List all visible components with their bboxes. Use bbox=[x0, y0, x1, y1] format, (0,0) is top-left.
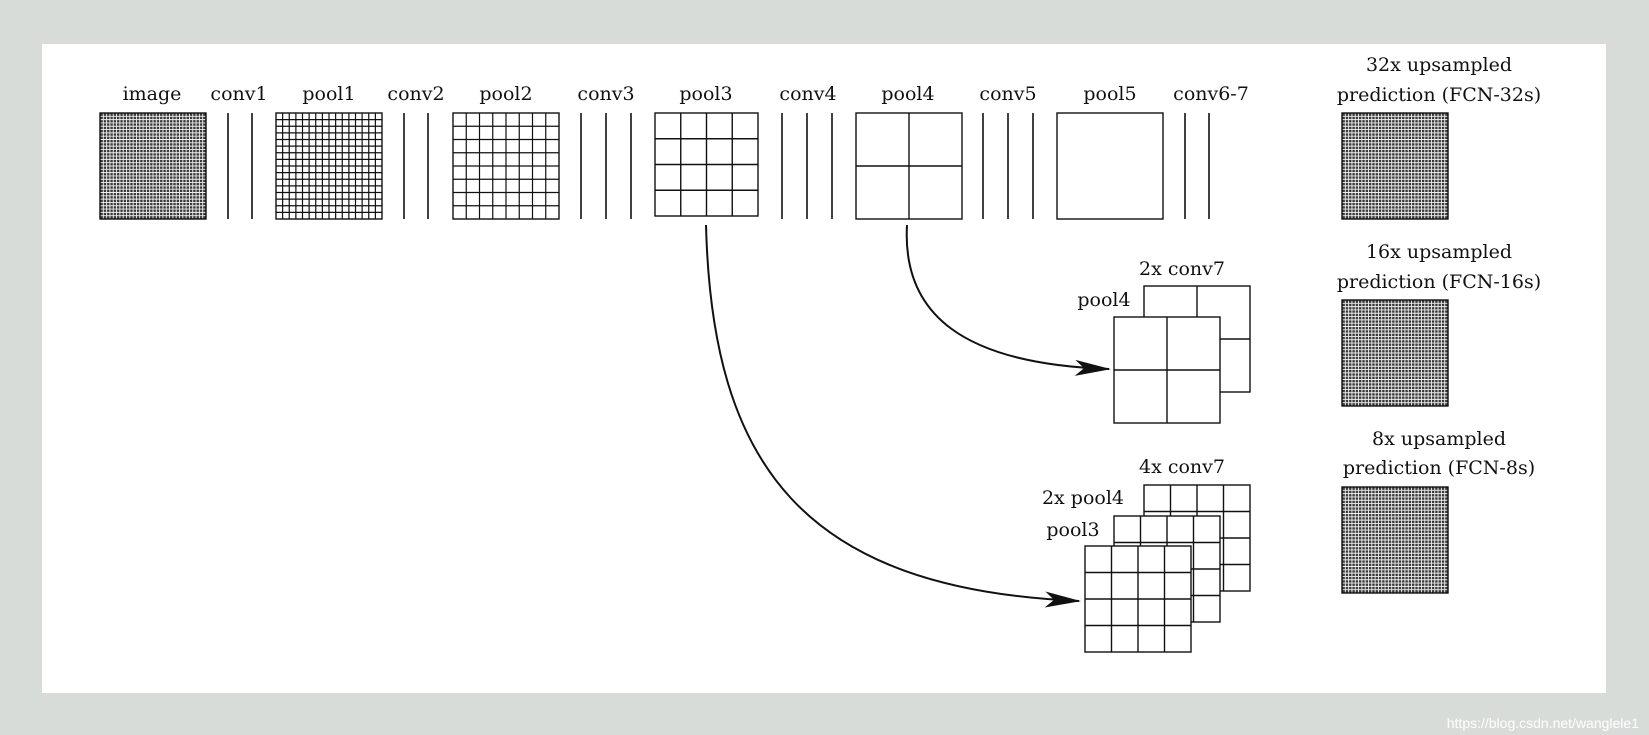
conv5-layer-bars bbox=[982, 113, 1034, 219]
image-grid bbox=[99, 112, 207, 220]
label-conv1: conv1 bbox=[210, 83, 267, 105]
pool3-skip-arrow bbox=[705, 224, 1081, 608]
grid-lines bbox=[1342, 113, 1448, 219]
grid-border bbox=[1341, 112, 1449, 220]
conv1-layer-bars bbox=[227, 113, 253, 219]
fcn32-label-line2: prediction (FCN-32s) bbox=[1337, 84, 1541, 106]
stack16-pool4-label: pool4 bbox=[1077, 289, 1130, 311]
pool3-grid bbox=[654, 112, 759, 217]
label-pool2: pool2 bbox=[479, 83, 532, 105]
stack8-pool4-label: 2x pool4 bbox=[1042, 487, 1124, 509]
pool4-skip-arrow bbox=[905, 224, 1111, 376]
watermark-text: https://blog.csdn.net/wanglele1 bbox=[1446, 715, 1639, 731]
grid-border bbox=[275, 112, 383, 220]
fcn16-label-line2: prediction (FCN-16s) bbox=[1337, 271, 1541, 293]
conv2-layer-bars bbox=[403, 113, 429, 219]
stack8-conv7-label: 4x conv7 bbox=[1139, 456, 1225, 478]
grid-border bbox=[654, 112, 759, 217]
fcn8-label-line2: prediction (FCN-8s) bbox=[1343, 457, 1535, 479]
grid-border bbox=[855, 112, 963, 220]
grid-lines bbox=[856, 113, 962, 219]
grid-border bbox=[1084, 545, 1192, 653]
conv4-layer-bars bbox=[781, 113, 833, 219]
grid-border bbox=[1056, 112, 1164, 220]
diagram-canvas: image conv1 pool1 conv2 pool2 conv3 pool… bbox=[42, 44, 1606, 693]
fcn32-prediction-grid bbox=[1341, 112, 1449, 220]
stack8-pool3-label: pool3 bbox=[1046, 519, 1099, 541]
grid-border bbox=[1113, 316, 1221, 424]
conv6-7-layer-bars bbox=[1184, 113, 1210, 219]
grid-lines bbox=[453, 113, 559, 219]
label-pool5: pool5 bbox=[1083, 83, 1136, 105]
grid-border bbox=[1341, 486, 1449, 594]
grid-lines bbox=[1342, 300, 1448, 406]
label-conv4: conv4 bbox=[779, 83, 836, 105]
stack8-pool3-grid bbox=[1084, 545, 1192, 653]
fcn8-label-line1: 8x upsampled bbox=[1372, 428, 1506, 450]
fcn16-label-line1: 16x upsampled bbox=[1366, 241, 1512, 263]
pool5-grid bbox=[1056, 112, 1164, 220]
grid-border bbox=[1341, 299, 1449, 407]
conv3-layer-bars bbox=[580, 113, 632, 219]
label-pool4: pool4 bbox=[881, 83, 934, 105]
stack16-pool4-grid bbox=[1113, 316, 1221, 424]
grid-border bbox=[99, 112, 207, 220]
label-image: image bbox=[123, 83, 182, 105]
label-conv6-7: conv6-7 bbox=[1173, 83, 1249, 105]
label-pool3: pool3 bbox=[679, 83, 732, 105]
label-conv2: conv2 bbox=[387, 83, 444, 105]
label-conv5: conv5 bbox=[979, 83, 1036, 105]
pool4-grid bbox=[855, 112, 963, 220]
grid-lines bbox=[655, 113, 758, 216]
fcn8-prediction-grid bbox=[1341, 486, 1449, 594]
grid-lines bbox=[276, 113, 382, 219]
label-pool1: pool1 bbox=[302, 83, 355, 105]
pool2-grid bbox=[452, 112, 560, 220]
grid-lines bbox=[1114, 317, 1220, 423]
grid-lines bbox=[1342, 487, 1448, 593]
pool1-grid bbox=[275, 112, 383, 220]
stack16-conv7-label: 2x conv7 bbox=[1139, 258, 1225, 280]
fcn16-prediction-grid bbox=[1341, 299, 1449, 407]
grid-lines bbox=[1085, 546, 1191, 652]
grid-border bbox=[452, 112, 560, 220]
grid-lines bbox=[100, 113, 206, 219]
label-conv3: conv3 bbox=[577, 83, 634, 105]
fcn32-label-line1: 32x upsampled bbox=[1366, 54, 1512, 76]
fcn-architecture-diagram: image conv1 pool1 conv2 pool2 conv3 pool… bbox=[99, 54, 1541, 653]
